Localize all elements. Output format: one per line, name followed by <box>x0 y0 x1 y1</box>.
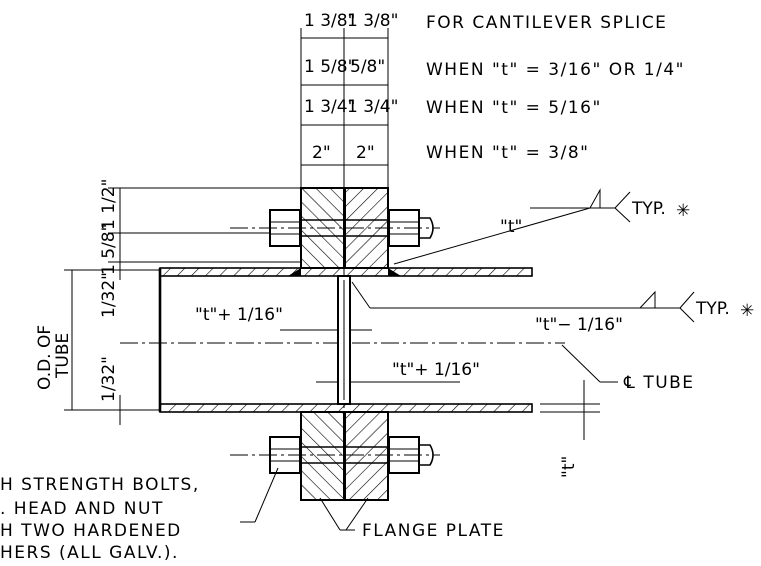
gap-t-plus-right: "t"+ 1/16" <box>392 360 480 380</box>
typ-upper-star-icon: ✳ <box>676 201 690 221</box>
centerline-leader <box>561 344 601 383</box>
dim-left-middle: 1 5/8" <box>99 224 119 275</box>
note-cond2: WHEN "t" = 5/16" <box>426 98 602 118</box>
left-dimension-lines <box>64 187 300 425</box>
gap-t-plus-left: "t"+ 1/16" <box>195 305 283 325</box>
right-t-vertical-label: "t" <box>559 456 579 478</box>
weld-t-minus-label: "t"− 1/16" <box>535 315 623 335</box>
flange-plate-leader <box>319 497 369 531</box>
dim-wall-bottom: 1/32" <box>99 356 119 402</box>
dim-row1-left: 1 3/8" <box>304 11 355 31</box>
typ-lower-label: TYP. <box>695 299 730 319</box>
typ-lower-star-icon: ✳ <box>740 301 754 321</box>
typ-upper-label: TYP. <box>631 199 666 219</box>
note-cond3: WHEN "t" = 3/8" <box>426 143 590 163</box>
dim-row2-left: 1 5/8" <box>304 57 355 77</box>
note-heading: FOR CANTILEVER SPLICE <box>426 13 667 33</box>
bolt-note-leader <box>240 467 279 523</box>
bolt-note-line1: H STRENGTH BOLTS, <box>0 475 200 495</box>
dim-row4-left: 2" <box>312 143 331 163</box>
od-label-line1: O.D. OF <box>35 325 55 390</box>
upper-weld-leader <box>393 188 631 265</box>
note-cond1: WHEN "t" = 3/16" OR 1/4" <box>426 60 685 80</box>
dim-left-upper: 1 1/2" <box>99 179 119 230</box>
bolt-note-line3: H TWO HARDENED <box>0 521 182 541</box>
top-dimension-grid <box>300 28 389 188</box>
dim-row3-right: 1 3/4" <box>347 97 398 117</box>
top-bolt <box>230 209 440 247</box>
dim-row4-right: 2" <box>356 143 375 163</box>
bolt-note-line4: HERS (ALL GALV.). <box>0 543 179 563</box>
top-flange-plates <box>288 187 401 276</box>
center-web <box>337 275 351 405</box>
bolt-note-line2: . HEAD AND NUT <box>0 499 164 519</box>
bottom-flange-plates <box>300 411 389 501</box>
dim-row3-left: 1 3/4" <box>304 97 355 117</box>
dim-row2-right: 5/8" <box>350 57 385 77</box>
lower-weld-leader <box>351 281 695 323</box>
od-label-line2: TUBE <box>53 333 73 379</box>
bottom-bolt <box>230 436 440 474</box>
flange-plate-label: FLANGE PLATE <box>362 521 505 541</box>
dim-wall-top: 1/32" <box>99 272 119 318</box>
gap-dimension-lines <box>280 329 460 383</box>
weld-t-label: "t" <box>500 217 522 237</box>
centerline-tube-label: ℄ TUBE <box>623 373 695 393</box>
dim-row1-right: 1 3/8" <box>347 11 398 31</box>
right-t-dimension <box>540 380 600 440</box>
